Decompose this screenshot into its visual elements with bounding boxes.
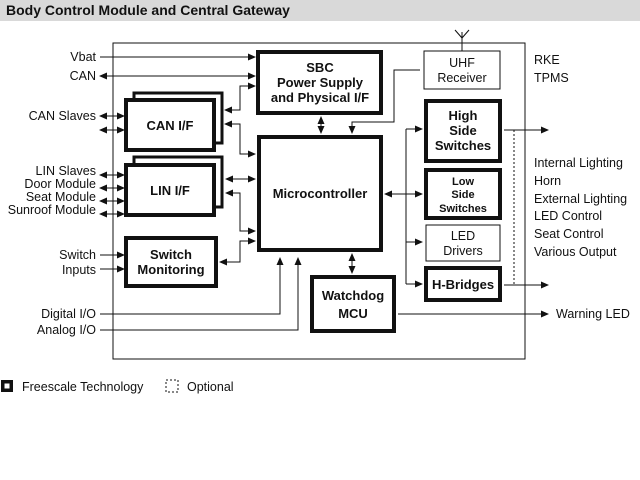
sunroof-module-label: Sunroof Module	[8, 203, 96, 217]
canif-sbc-link	[224, 82, 256, 114]
led-drivers-line-1: LED	[451, 229, 475, 243]
can-label: CAN	[70, 69, 96, 83]
uhf-line-1: UHF	[449, 56, 475, 70]
lin-if-label: LIN I/F	[150, 183, 190, 198]
low-side-line-2: Side	[451, 189, 474, 201]
freescale-legend-label: Freescale Technology	[22, 380, 144, 394]
can-slaves-label: CAN Slaves	[29, 109, 96, 123]
vbat-label: Vbat	[70, 50, 96, 64]
freescale-legend-icon-inner	[4, 383, 10, 389]
watchdog-line-2: MCU	[338, 306, 368, 321]
can-if-block	[124, 98, 216, 152]
high-side-line-1: High	[449, 108, 478, 123]
microcontroller-block	[257, 135, 383, 252]
external-lighting-label: External Lighting	[534, 192, 627, 206]
high-side-line-2: Side	[449, 123, 476, 138]
lin-slaves-label: LIN Slaves	[36, 164, 96, 178]
canif-micro-link	[224, 120, 256, 158]
can-if-label: CAN I/F	[147, 118, 194, 133]
watchdog-block	[310, 275, 396, 333]
switchmon-micro-link	[219, 237, 256, 266]
microcontroller-label: Microcontroller	[273, 186, 368, 201]
optional-legend-label: Optional	[187, 380, 234, 394]
led-drivers-line-2: Drivers	[443, 244, 483, 258]
sbc-line-2: Power Supply	[277, 75, 364, 90]
uhf-micro-link	[348, 69, 420, 134]
sbc-line-1: SBC	[306, 60, 334, 75]
h-bridges-label: H-Bridges	[432, 277, 494, 292]
low-side-line-1: Low	[452, 176, 474, 188]
seat-module-label: Seat Module	[26, 190, 96, 204]
digital-io-line	[100, 257, 284, 315]
warning-led-label: Warning LED	[556, 307, 630, 321]
led-drivers-block	[425, 224, 501, 262]
seat-control-label: Seat Control	[534, 227, 603, 241]
rke-label: RKE	[534, 53, 560, 67]
led-control-label: LED Control	[534, 209, 602, 223]
analog-io-label: Analog I/O	[37, 323, 96, 337]
various-output-label: Various Output	[534, 245, 617, 259]
uhf-line-2: Receiver	[437, 71, 486, 85]
antenna-icon	[454, 29, 470, 51]
high-side-block	[424, 99, 502, 163]
inputs-label: Inputs	[62, 263, 96, 277]
low-side-block	[424, 168, 502, 220]
h-bridges-block	[424, 266, 502, 302]
analog-io-line	[100, 257, 302, 331]
internal-lighting-label: Internal Lighting	[534, 156, 623, 170]
digital-io-label: Digital I/O	[41, 307, 96, 321]
tpms-label: TPMS	[534, 71, 569, 85]
sbc-line-3: and Physical I/F	[271, 90, 369, 105]
legend: Freescale Technology Optional	[1, 379, 234, 394]
switch-monitoring-line-1: Switch	[150, 247, 192, 262]
diagram-title: Body Control Module and Central Gateway	[6, 2, 290, 18]
watchdog-line-1: Watchdog	[322, 288, 384, 303]
switch-label: Switch	[59, 248, 96, 262]
uhf-block	[423, 50, 501, 90]
horn-label: Horn	[534, 174, 561, 188]
lin-if-block	[124, 163, 216, 217]
linif-sbc-link	[225, 189, 256, 235]
door-module-label: Door Module	[24, 177, 96, 191]
optional-legend-icon	[165, 379, 179, 393]
sbc-block	[256, 50, 383, 115]
switch-monitoring-line-2: Monitoring	[137, 262, 204, 277]
high-side-line-3: Switches	[435, 138, 491, 153]
low-side-line-3: Switches	[439, 203, 487, 215]
title-bar: Body Control Module and Central Gateway	[0, 0, 640, 21]
switch-monitoring-block	[124, 236, 218, 288]
